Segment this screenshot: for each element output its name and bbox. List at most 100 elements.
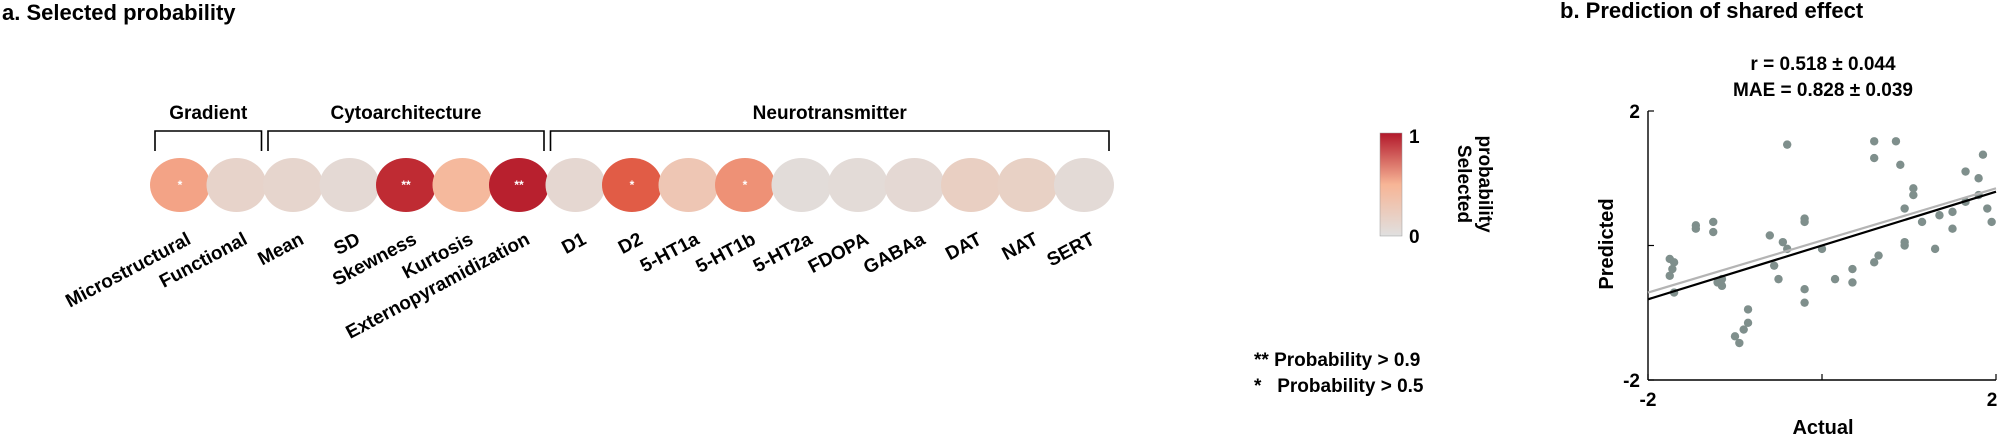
circle-d2 [602, 158, 662, 212]
colorbar-title-line2: probability [1474, 135, 1495, 233]
feature-label: GABAa [860, 229, 929, 279]
circle-kurtosis [432, 158, 493, 212]
circle-gabaa [884, 158, 945, 212]
stat-r: r = 0.518 ± 0.044 [1750, 54, 1896, 75]
circle-fdopa [828, 158, 888, 212]
data-point [1743, 318, 1753, 328]
circle-dat [941, 158, 1001, 212]
data-point [1769, 261, 1779, 270]
data-point [1917, 217, 1927, 227]
circle-skewness [376, 158, 436, 212]
data-point [1830, 274, 1840, 284]
circle-d1 [545, 158, 606, 212]
data-point [1900, 241, 1909, 250]
data-point [1848, 264, 1857, 274]
data-point [1961, 167, 1970, 176]
feature-label: FDOPA [805, 229, 873, 278]
data-point [1800, 217, 1809, 227]
circle-microstructural [150, 158, 210, 212]
data-point [1783, 140, 1792, 149]
circle-functional [206, 158, 267, 212]
data-point [1739, 325, 1748, 334]
data-point [1730, 332, 1740, 341]
data-point [1778, 237, 1788, 247]
data-point [1709, 217, 1718, 227]
y-tick-label-bottom: -2 [1623, 371, 1640, 392]
data-point [1848, 278, 1857, 287]
colorbar [1379, 132, 1403, 237]
data-point [1800, 285, 1809, 294]
data-point [1909, 190, 1918, 200]
data-point [1669, 258, 1679, 267]
data-point [1909, 184, 1918, 193]
null-fit-line [1647, 187, 1997, 294]
data-point [1874, 251, 1883, 260]
probability-circles: ******* [150, 158, 1114, 212]
legend-single-star: * Probability > 0.5 [1254, 376, 1424, 397]
data-point [1800, 298, 1809, 307]
legend-double-star: ** Probability > 0.9 [1254, 350, 1420, 371]
data-point [1900, 204, 1909, 213]
circle-externopyramidization [489, 158, 549, 212]
scatter-plot: 2 -2-2 2 [1623, 102, 1997, 411]
feature-label: NAT [999, 229, 1042, 265]
group-label: Neurotransmitter [753, 103, 908, 124]
fit-line [1647, 190, 1997, 301]
circle-sert [1054, 158, 1114, 212]
group-label: Cytoarchitecture [331, 103, 482, 124]
data-point [1743, 305, 1753, 314]
data-point [1978, 150, 1988, 159]
data-point [1948, 207, 1957, 217]
x-axis-label: Actual [1792, 417, 1853, 436]
circle-5-ht1b [715, 158, 775, 212]
circle-5-ht1a [658, 158, 719, 212]
colorbar-min-label: 0 [1409, 227, 1420, 248]
group-bracket [154, 130, 263, 151]
feature-label: Mean [255, 229, 308, 270]
data-point [1870, 153, 1879, 163]
feature-label: 5-HT2a [750, 229, 816, 277]
colorbar-max-label: 1 [1409, 127, 1420, 148]
data-point [1974, 174, 1983, 183]
circle-sd [319, 158, 380, 212]
x-tick-label-left: -2 [1640, 390, 1657, 411]
data-point [1668, 264, 1677, 274]
circle-mean [263, 158, 323, 212]
feature-label: 5-HT1b [693, 229, 760, 278]
data-point [1930, 244, 1940, 254]
y-axis-label: Predicted [1596, 198, 1618, 289]
feature-label: SERT [1044, 229, 1099, 272]
group-brackets: Gradient Cytoarchitecture Neurotransmitter [154, 103, 1110, 151]
feature-label: D2 [615, 229, 646, 259]
group-bracket [267, 130, 545, 151]
significance-marker: * [630, 178, 635, 192]
y-tick-label-top: 2 [1629, 102, 1640, 123]
data-point [1948, 224, 1957, 233]
data-point [1983, 204, 1992, 213]
data-point [1774, 274, 1783, 284]
panel-a-title: a. Selected probability [2, 0, 236, 25]
feature-label: SD [331, 229, 364, 260]
colorbar-title-line1: Selected [1453, 145, 1474, 223]
group-bracket [549, 130, 1110, 151]
feature-label: D1 [559, 229, 591, 259]
circle-nat [997, 158, 1058, 212]
circle-5-ht2a [771, 158, 832, 212]
data-point [1709, 227, 1718, 237]
stat-mae: MAE = 0.828 ± 0.039 [1733, 80, 1913, 101]
data-point [1765, 231, 1775, 240]
data-point [1870, 258, 1879, 267]
x-tick-label-right: 2 [1987, 390, 1998, 411]
data-point [1935, 211, 1944, 220]
data-point [1691, 224, 1701, 233]
group-label: Gradient [169, 103, 248, 124]
data-point [1665, 271, 1674, 280]
data-point [1987, 217, 1996, 227]
feature-label: 5-HT1a [637, 229, 703, 277]
data-point [1870, 137, 1879, 146]
significance-marker: * [178, 178, 183, 192]
significance-marker: ** [401, 178, 411, 192]
panel-b-title: b. Prediction of shared effect [1560, 0, 1864, 23]
